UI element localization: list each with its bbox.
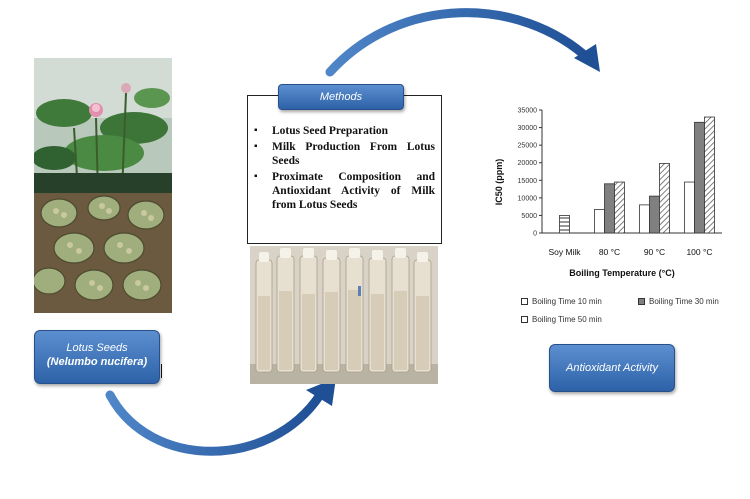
arrow-head-bottom (306, 378, 336, 406)
bar (604, 183, 615, 234)
legend-swatch-gray (638, 298, 645, 305)
y-tick-label: 25000 (518, 143, 538, 150)
bar (594, 209, 605, 234)
arrow-methods-to-chart (325, 8, 595, 77)
methods-title: Methods (319, 91, 363, 103)
x-tick-label: 80 °C (599, 247, 620, 257)
y-axis-label: IC50 (ppm) (494, 159, 504, 206)
x-axis-label: Boiling Temperature (°C) (569, 268, 674, 278)
x-tick-label: 90 °C (644, 247, 665, 257)
x-tick-label: 100 °C (686, 247, 712, 257)
y-tick-label: 15000 (518, 178, 538, 185)
methods-box: Lotus Seed Preparation Milk Production F… (247, 95, 442, 244)
bar (649, 195, 660, 234)
legend-label-50min: Boiling Time 50 min (532, 315, 602, 324)
legend-swatch-white (521, 298, 528, 305)
lotus-plant-photo (34, 58, 172, 193)
arrow-seeds-to-milk (105, 390, 325, 456)
text-cursor-mark (161, 364, 162, 378)
lotus-seeds-title: Lotus Seeds (66, 342, 128, 354)
legend-label-30min: Boiling Time 30 min (649, 297, 719, 306)
bar (704, 116, 715, 234)
bar (694, 121, 705, 234)
lotus-milk-bottles-photo (250, 246, 438, 384)
arrow-head-top (574, 44, 600, 72)
y-tick-label: 35000 (518, 108, 538, 115)
antioxidant-activity-text: Antioxidant Activity (566, 362, 658, 374)
y-tick-label: 20000 (518, 160, 538, 167)
bar (659, 163, 670, 234)
lotus-seeds-label: Lotus Seeds (Nelumbo nucifera) (34, 330, 160, 384)
legend-item-10min: Boiling Time 10 min (521, 297, 602, 306)
methods-item-1: Milk Production From Lotus Seeds (254, 140, 435, 168)
bar (614, 181, 625, 234)
legend-swatch-hatched (521, 316, 528, 323)
lotus-seeds-scientific-name: (Nelumbo nucifera) (46, 356, 148, 368)
bar (559, 215, 570, 234)
y-tick-label: 30000 (518, 125, 538, 132)
methods-item-2: Proximate Composition and Antioxidant Ac… (254, 170, 435, 212)
bar (684, 181, 695, 234)
y-tick-label: 5000 (521, 213, 537, 220)
legend-item-30min: Boiling Time 30 min (638, 297, 719, 306)
bar (639, 204, 650, 234)
legend-label-10min: Boiling Time 10 min (532, 297, 602, 306)
legend-item-50min: Boiling Time 50 min (521, 315, 602, 324)
x-tick-label: Soy Milk (548, 247, 581, 257)
methods-list: Lotus Seed Preparation Milk Production F… (254, 124, 435, 214)
methods-title-badge: Methods (278, 84, 404, 110)
methods-item-0: Lotus Seed Preparation (254, 124, 435, 138)
lotus-seed-pods-photo (34, 193, 172, 313)
y-tick-label: 10000 (518, 195, 538, 202)
y-tick-label: 0 (533, 231, 537, 238)
antioxidant-activity-label: Antioxidant Activity (549, 344, 675, 392)
